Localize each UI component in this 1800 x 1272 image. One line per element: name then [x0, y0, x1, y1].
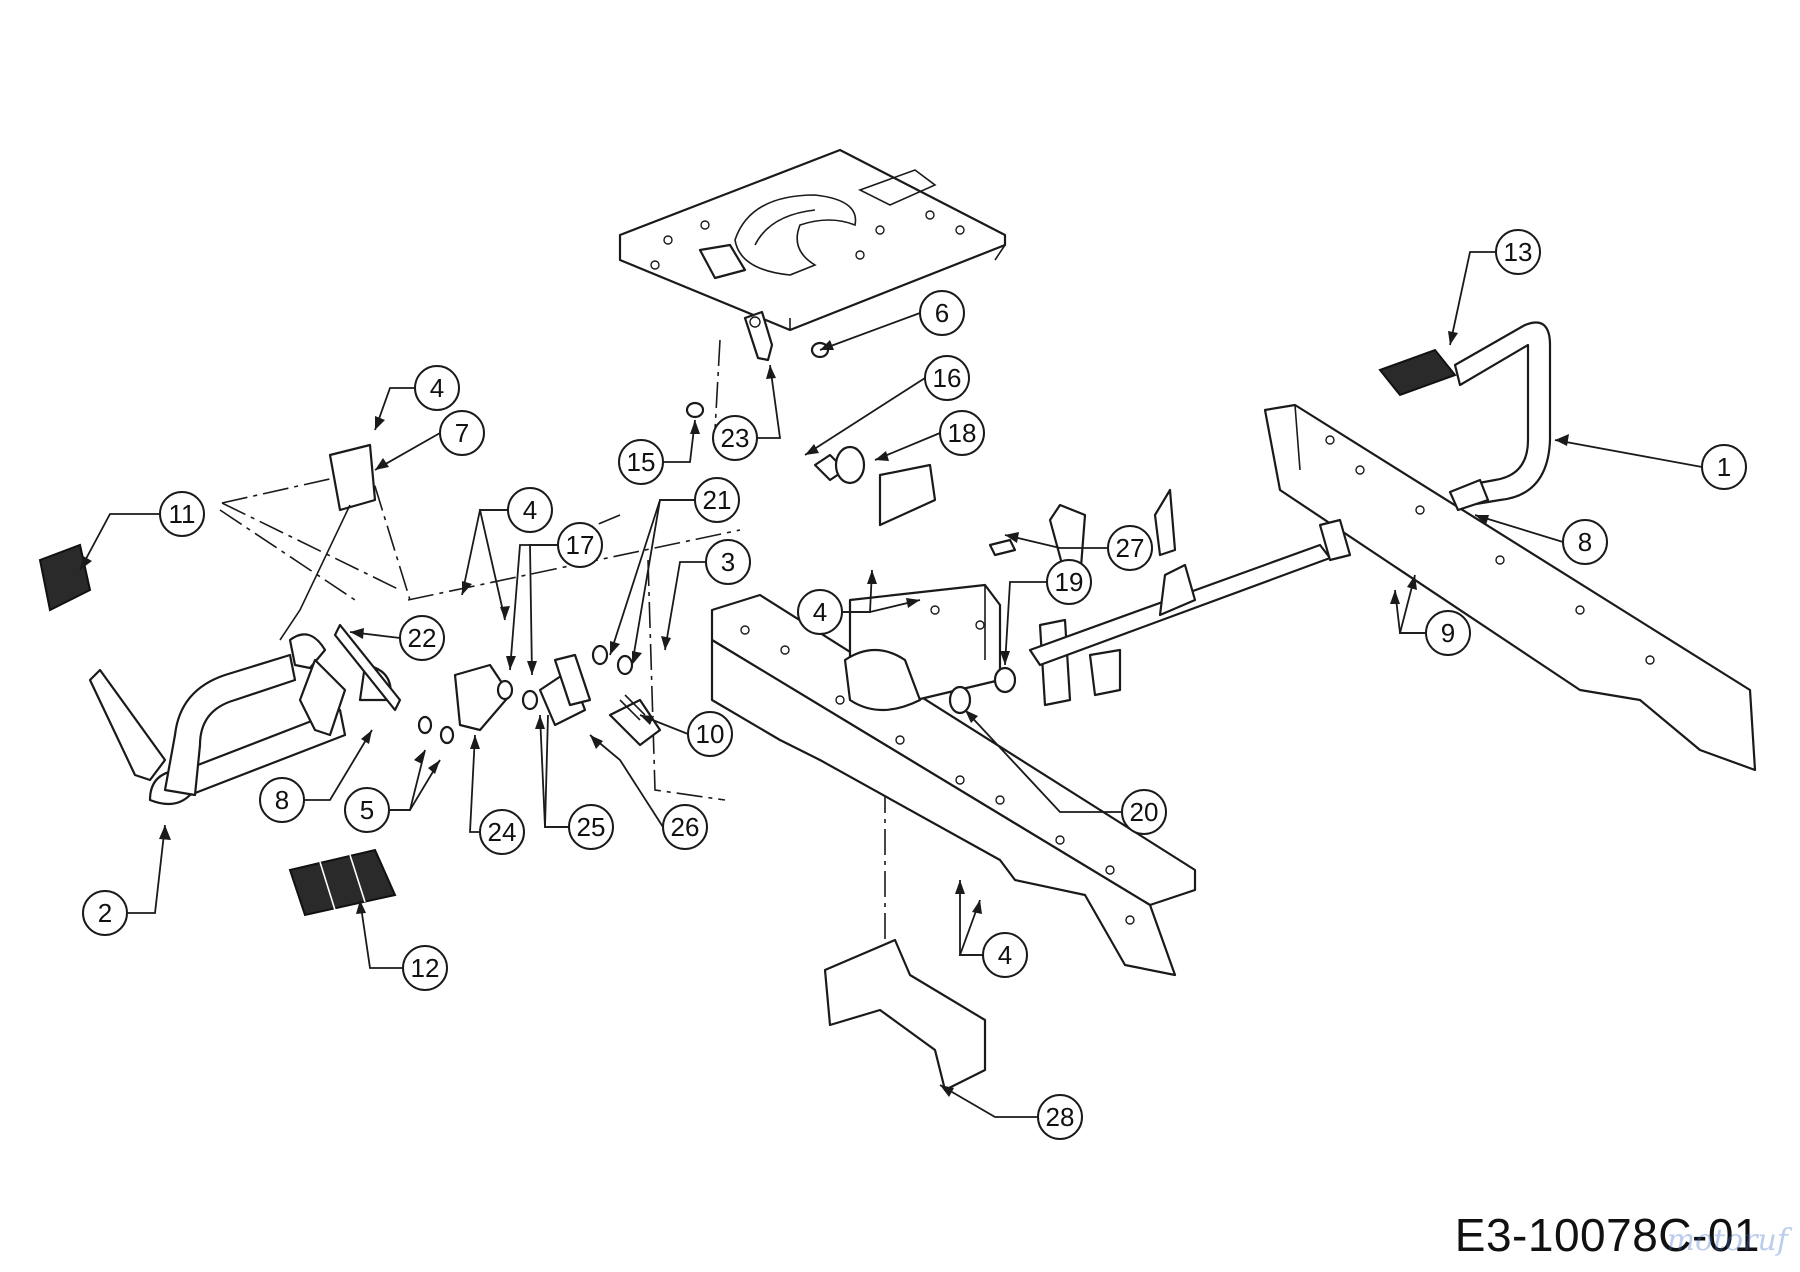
svg-text:9: 9 [1441, 618, 1455, 648]
cross-shaft [1028, 518, 1352, 667]
watermark-logo: motoruf [1666, 1223, 1788, 1258]
callout-8-right: 8 [1562, 519, 1608, 565]
callout-4-bottom: 4 [982, 932, 1028, 978]
callout-1: 1 [1701, 444, 1747, 490]
callout-2: 2 [82, 890, 128, 936]
svg-text:8: 8 [275, 785, 289, 815]
svg-text:3: 3 [721, 547, 735, 577]
callout-4-mid-left: 4 [507, 487, 553, 533]
svg-text:19: 19 [1055, 567, 1084, 597]
right-rail [1263, 403, 1757, 772]
cover-28 [823, 938, 987, 1092]
drawing-code: E3-10078C-01 [1454, 1209, 1760, 1261]
callout-10: 10 [687, 711, 733, 757]
svg-text:5: 5 [360, 795, 374, 825]
pedal-pad-12 [288, 848, 397, 917]
svg-text:21: 21 [703, 485, 732, 515]
callout-26: 26 [662, 804, 708, 850]
frame-holes [740, 605, 1135, 925]
svg-text:27: 27 [1116, 533, 1145, 563]
svg-text:26: 26 [671, 812, 700, 842]
svg-text:25: 25 [577, 812, 606, 842]
callout-3: 3 [705, 539, 751, 585]
callout-4-upper-left: 4 [414, 365, 460, 411]
callout-9: 9 [1425, 610, 1471, 656]
callout-17: 17 [557, 522, 603, 568]
svg-text:12: 12 [411, 953, 440, 983]
svg-text:13: 13 [1504, 237, 1533, 267]
svg-text:4: 4 [813, 597, 827, 627]
callout-16: 16 [924, 355, 970, 401]
svg-text:2: 2 [98, 898, 112, 928]
main-frame [710, 583, 1197, 977]
svg-text:28: 28 [1046, 1102, 1075, 1132]
callout-25: 25 [568, 804, 614, 850]
callout-7: 7 [439, 410, 485, 456]
svg-text:4: 4 [523, 495, 537, 525]
svg-text:16: 16 [933, 363, 962, 393]
callout-5: 5 [344, 787, 390, 833]
svg-text:4: 4 [998, 940, 1012, 970]
svg-text:24: 24 [488, 817, 517, 847]
svg-text:8: 8 [1578, 527, 1592, 557]
callout-28: 28 [1037, 1094, 1083, 1140]
pedal-pad-11 [38, 543, 92, 612]
callout-11: 11 [159, 491, 205, 537]
svg-text:1: 1 [1717, 452, 1731, 482]
callout-8-left: 8 [259, 777, 305, 823]
callout-22: 22 [399, 615, 445, 661]
callouts: 1 2 3 4 4 4 4 5 6 7 8 8 9 10 11 12 13 15… [82, 229, 1747, 1140]
callout-24: 24 [479, 809, 525, 855]
callout-23: 23 [712, 415, 758, 461]
parking-brake-lever [1378, 321, 1552, 512]
svg-text:20: 20 [1130, 797, 1159, 827]
callout-19: 19 [1046, 559, 1092, 605]
callout-27: 27 [1107, 525, 1153, 571]
pedal-assembly [88, 633, 392, 806]
callout-4-center: 4 [797, 589, 843, 635]
callout-20: 20 [1121, 789, 1167, 835]
callout-13: 13 [1495, 229, 1541, 275]
callout-21: 21 [694, 477, 740, 523]
svg-text:18: 18 [948, 418, 977, 448]
callout-6: 6 [919, 290, 965, 336]
svg-text:10: 10 [696, 719, 725, 749]
svg-text:22: 22 [408, 623, 437, 653]
callout-12: 12 [402, 945, 448, 991]
svg-text:4: 4 [430, 373, 444, 403]
seat-plate [618, 148, 1007, 362]
svg-text:15: 15 [627, 447, 656, 477]
svg-text:7: 7 [455, 418, 469, 448]
callout-18: 18 [939, 410, 985, 456]
svg-text:11: 11 [169, 499, 196, 529]
svg-text:6: 6 [935, 298, 949, 328]
small-hardware [333, 341, 1017, 747]
callout-15: 15 [618, 439, 664, 485]
svg-text:17: 17 [566, 530, 595, 560]
switch-7 [279, 443, 377, 641]
svg-text:23: 23 [721, 423, 750, 453]
